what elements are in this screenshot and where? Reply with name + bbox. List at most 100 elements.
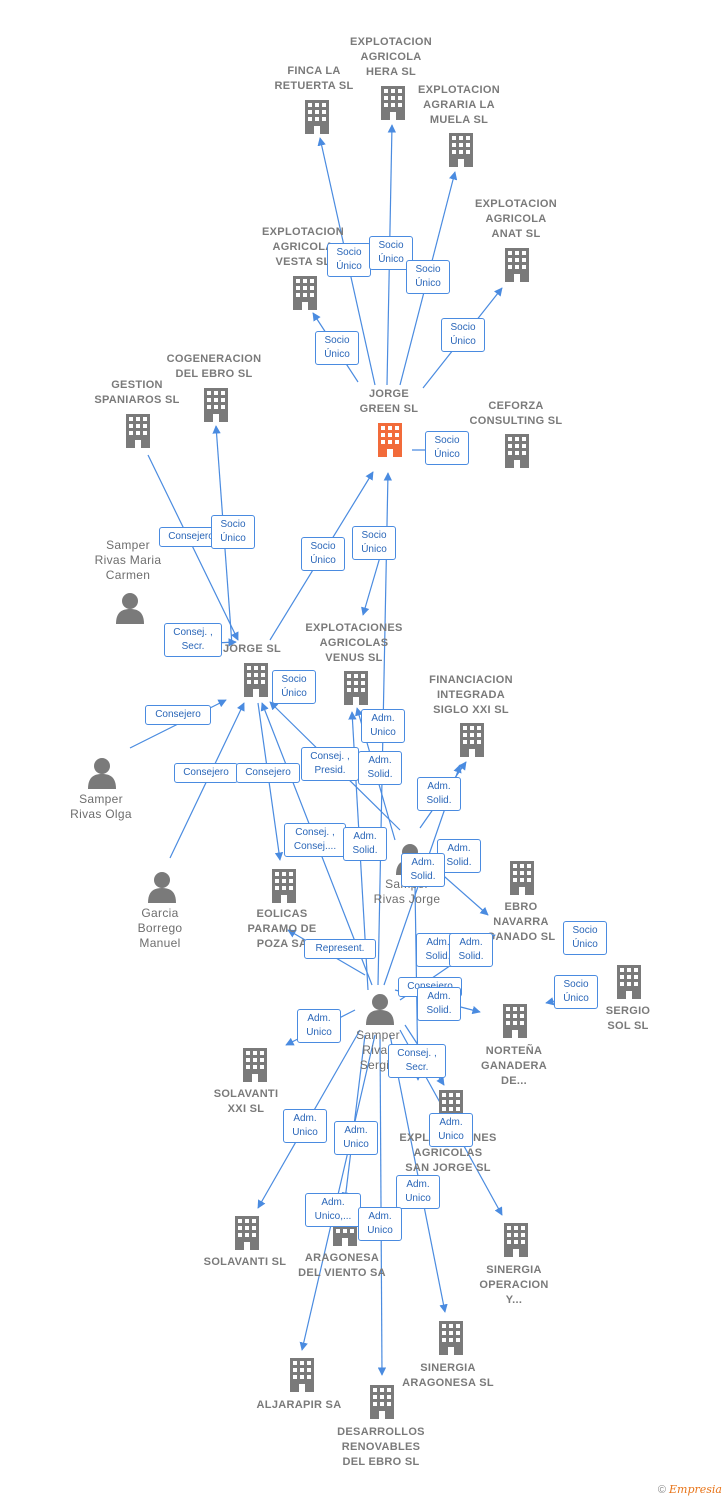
company-nortena[interactable]: NORTEÑA GANADERA DE...: [481, 1044, 547, 1089]
edge-label: Socio Único: [315, 331, 359, 365]
person-samper-sergio[interactable]: Samper Rivas Sergio: [356, 1028, 400, 1073]
edge-label: Socio Único: [441, 318, 485, 352]
building-icon[interactable]: [244, 663, 268, 697]
edge-label: Socio Único: [369, 236, 413, 270]
edge-label: Adm. Unico: [429, 1113, 473, 1147]
edge-label: Consej. , Consej....: [284, 823, 346, 857]
building-icon[interactable]: [381, 86, 405, 120]
company-label: EXPLOTACION AGRICOLA HERA SL: [350, 36, 432, 78]
credit: © Empresia: [658, 1483, 722, 1496]
company-explotacion-muela[interactable]: EXPLOTACION AGRARIA LA MUELA SL: [418, 83, 500, 128]
person-samper-maria[interactable]: Samper Rivas Maria Carmen: [95, 538, 162, 583]
edge-label: Adm. Unico: [297, 1009, 341, 1043]
company-label: FINANCIACION INTEGRADA SIGLO XXI SL: [429, 674, 513, 716]
company-sinergia-aragonesa[interactable]: SINERGIA ARAGONESA SL: [402, 1361, 494, 1391]
company-label: DESARROLLOS RENOVABLES DEL EBRO SL: [337, 1426, 425, 1468]
company-label: JORGE GREEN SL: [359, 388, 419, 415]
edge-label: Adm. Unico: [361, 709, 405, 743]
building-icon[interactable]: [126, 414, 150, 448]
company-cogeneracion[interactable]: COGENERACION DEL EBRO SL: [167, 352, 262, 382]
edge-label: Consej. , Secr.: [164, 623, 222, 657]
person-icon[interactable]: [148, 872, 176, 903]
company-label: NORTEÑA GANADERA DE...: [481, 1045, 547, 1087]
copyright-symbol: ©: [657, 1484, 666, 1496]
edge-label: Socio Único: [406, 260, 450, 294]
company-label: GESTION SPANIAROS SL: [94, 379, 180, 406]
person-icon[interactable]: [116, 593, 144, 624]
company-eolicas[interactable]: EOLICAS PARAMO DE POZA SA: [247, 907, 316, 952]
edge-label: Adm. Unico: [396, 1175, 440, 1209]
edge-label: Socio Único: [554, 975, 598, 1009]
edge-label: Socio Único: [425, 431, 469, 465]
company-explotacion-anat[interactable]: EXPLOTACION AGRICOLA ANAT SL: [475, 197, 557, 242]
person-label: Garcia Borrego Manuel: [137, 906, 183, 950]
company-label: SERGIO SOL SL: [605, 1005, 651, 1032]
company-gestion-spaniaros[interactable]: GESTION SPANIAROS SL: [94, 378, 179, 408]
building-icon[interactable]: [449, 133, 473, 167]
edge-label: Represent.: [304, 939, 376, 959]
building-icon[interactable]: [505, 248, 529, 282]
building-icon[interactable]: [505, 434, 529, 468]
person-garcia-borrego[interactable]: Garcia Borrego Manuel: [138, 906, 183, 951]
building-icon[interactable]: [293, 276, 317, 310]
edge-label: Consej. , Secr.: [388, 1044, 446, 1078]
edge-label: Adm. Solid.: [401, 853, 445, 887]
edge-label: Adm. Unico: [283, 1109, 327, 1143]
company-desarrollos[interactable]: DESARROLLOS RENOVABLES DEL EBRO SL: [337, 1425, 425, 1470]
brand-logo[interactable]: Empresia: [669, 1483, 722, 1496]
company-jorge-green[interactable]: JORGE GREEN SL: [360, 387, 419, 417]
company-label: EXPLOTACION AGRICOLA VESTA SL: [262, 226, 344, 268]
edge-label: Adm. Solid.: [358, 751, 402, 785]
building-icon[interactable]: [460, 723, 484, 757]
building-icon[interactable]: [305, 100, 329, 134]
company-ebro-navarra[interactable]: EBRO NAVARRA GANADO SL: [487, 900, 556, 945]
building-icon[interactable]: [243, 1048, 267, 1082]
building-icon[interactable]: [503, 1004, 527, 1038]
company-sinergia-operacion[interactable]: SINERGIA OPERACION Y...: [479, 1263, 548, 1308]
edge-label: Socio Único: [352, 526, 396, 560]
building-icon[interactable]: [510, 861, 534, 895]
company-label: SINERGIA ARAGONESA SL: [402, 1362, 494, 1389]
edge-line: [436, 869, 489, 916]
person-samper-olga[interactable]: Samper Rivas Olga: [70, 792, 132, 822]
company-aljarapir[interactable]: ALJARAPIR SA: [257, 1398, 342, 1413]
company-label: COGENERACION DEL EBRO SL: [166, 353, 262, 380]
building-icon[interactable]: [272, 869, 296, 903]
company-explotaciones-venus[interactable]: EXPLOTACIONES AGRICOLAS VENUS SL: [305, 621, 402, 666]
person-icon[interactable]: [88, 758, 116, 789]
company-label: EXPLOTACIONES AGRICOLAS VENUS SL: [305, 622, 403, 664]
company-label: SOLAVANTI XXI SL: [213, 1088, 279, 1115]
company-label: CEFORZA CONSULTING SL: [469, 400, 563, 427]
building-icon[interactable]: [370, 1385, 394, 1419]
company-label: ARAGONESA DEL VIENTO SA: [298, 1252, 386, 1279]
company-jorge-sl[interactable]: JORGE SL: [223, 642, 281, 657]
building-icon[interactable]: [235, 1216, 259, 1250]
company-sergio-sol[interactable]: SERGIO SOL SL: [606, 1004, 651, 1034]
company-label: SINERGIA OPERACION Y...: [479, 1264, 549, 1306]
person-icon[interactable]: [366, 994, 394, 1025]
company-label: EBRO NAVARRA GANADO SL: [486, 901, 556, 943]
company-solavanti-xxi[interactable]: SOLAVANTI XXI SL: [214, 1087, 279, 1117]
building-icon[interactable]: [204, 388, 228, 422]
edge-label: Adm. Unico: [334, 1121, 378, 1155]
building-icon[interactable]: [378, 423, 402, 457]
edge-label: Adm. Solid.: [449, 933, 493, 967]
company-solavanti[interactable]: SOLAVANTI SL: [204, 1255, 287, 1270]
edge-label: Socio Único: [327, 243, 371, 277]
building-icon[interactable]: [617, 965, 641, 999]
building-icon[interactable]: [439, 1321, 463, 1355]
edge-label: Consejero: [174, 763, 238, 783]
company-ceforza[interactable]: CEFORZA CONSULTING SL: [470, 399, 563, 429]
edge-line: [341, 1034, 366, 1201]
building-icon[interactable]: [504, 1223, 528, 1257]
company-explotacion-vesta[interactable]: EXPLOTACION AGRICOLA VESTA SL: [262, 225, 344, 270]
company-explotacion-hera[interactable]: EXPLOTACION AGRICOLA HERA SL: [350, 35, 432, 80]
company-finca-retuerta[interactable]: FINCA LA RETUERTA SL: [274, 64, 353, 94]
building-icon[interactable]: [344, 671, 368, 705]
company-financiacion[interactable]: FINANCIACION INTEGRADA SIGLO XXI SL: [429, 673, 513, 718]
building-icon[interactable]: [290, 1358, 314, 1392]
edge-label: Adm. Solid.: [417, 777, 461, 811]
edge-label: Adm. Unico: [358, 1207, 402, 1241]
edge-line: [389, 1034, 448, 1313]
company-aragonesa-viento[interactable]: ARAGONESA DEL VIENTO SA: [298, 1251, 386, 1281]
